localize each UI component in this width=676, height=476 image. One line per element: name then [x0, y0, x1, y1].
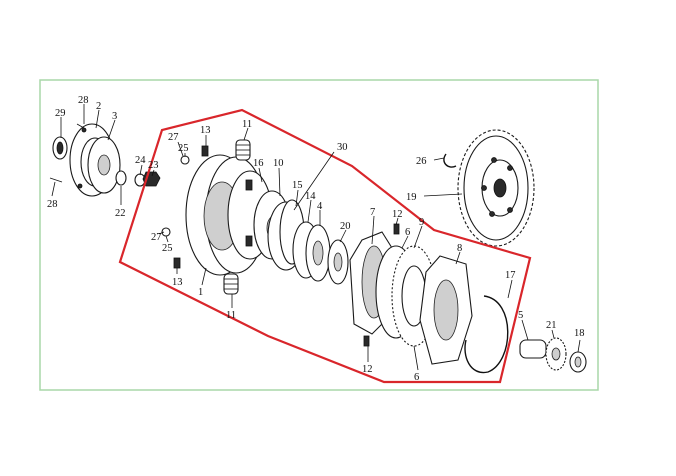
- callout-13: 13: [200, 125, 211, 136]
- callout-25: 25: [178, 143, 189, 154]
- callout-29: 29: [55, 108, 66, 119]
- callout-2: 2: [96, 101, 101, 112]
- clutch-drum-group: [185, 154, 305, 276]
- pin-12-upper: [393, 223, 400, 235]
- callout-11: 11: [226, 310, 236, 321]
- callout-12: 12: [392, 209, 403, 220]
- washer-22-part: [115, 170, 127, 186]
- retainer-4-bore: [312, 240, 324, 266]
- pin-25-upper: [180, 155, 190, 165]
- callout-27: 27: [151, 232, 162, 243]
- driven-gear-19: [457, 129, 535, 247]
- callout-19: 19: [406, 192, 417, 203]
- callout-18: 18: [574, 328, 585, 339]
- callout-1: 1: [198, 287, 203, 298]
- callout-24: 24: [135, 155, 146, 166]
- callout-6: 6: [414, 372, 419, 383]
- pin-13-upper: [201, 145, 209, 157]
- callout-25: 25: [162, 243, 173, 254]
- callout-21: 21: [546, 320, 557, 331]
- callout-4: 4: [317, 201, 323, 212]
- screw-28-part: [76, 123, 85, 129]
- washer-20-bore: [333, 252, 343, 272]
- callout-labels: 29 28 2 3 28 24 23 22 27 25 13 11 16 10 …: [47, 95, 585, 383]
- callout-12: 12: [362, 364, 373, 375]
- leader-lines: [51, 104, 581, 371]
- pin-13-lower: [173, 257, 181, 269]
- callout-9: 9: [419, 217, 424, 228]
- callout-22: 22: [115, 208, 126, 219]
- spring-11-upper: [235, 139, 251, 161]
- plate-8-bore: [433, 279, 459, 341]
- callout-26: 26: [416, 156, 427, 167]
- callout-28: 28: [47, 199, 58, 210]
- drum-slot: [245, 235, 253, 247]
- washer-18-bore: [574, 356, 582, 368]
- oil-seal-inner: [56, 141, 64, 155]
- callout-27: 27: [168, 132, 179, 143]
- cover-assembly-group: [49, 123, 161, 197]
- spring-11-lower: [223, 273, 239, 295]
- callout-14: 14: [305, 191, 316, 202]
- callout-6: 6: [405, 227, 410, 238]
- gear-21-bore: [551, 347, 561, 361]
- callout-20: 20: [340, 221, 351, 232]
- callout-28: 28: [78, 95, 89, 106]
- callout-3: 3: [112, 111, 117, 122]
- screw-28-part: [49, 177, 63, 183]
- callout-17: 17: [505, 270, 516, 281]
- pin-12-lower: [363, 335, 370, 347]
- clip-26: [443, 153, 457, 168]
- needle-bearing-5: [519, 339, 547, 359]
- callout-8: 8: [457, 243, 462, 254]
- callout-13: 13: [172, 277, 183, 288]
- callout-23: 23: [148, 160, 159, 171]
- highlight-outline: [118, 108, 532, 384]
- diagram-frame: [39, 79, 599, 391]
- callout-16: 16: [253, 158, 264, 169]
- callout-15: 15: [292, 180, 303, 191]
- circlip-17: [464, 295, 509, 374]
- callout-11: 11: [242, 119, 252, 130]
- callout-30: 30: [337, 142, 348, 153]
- drum-slot: [245, 179, 253, 191]
- callout-10: 10: [273, 158, 284, 169]
- cover-bolt-hole: [81, 127, 87, 133]
- callout-5: 5: [518, 310, 523, 321]
- cover-hub-bore: [97, 154, 111, 176]
- cover-bolt-hole: [77, 183, 83, 189]
- callout-7: 7: [370, 207, 375, 218]
